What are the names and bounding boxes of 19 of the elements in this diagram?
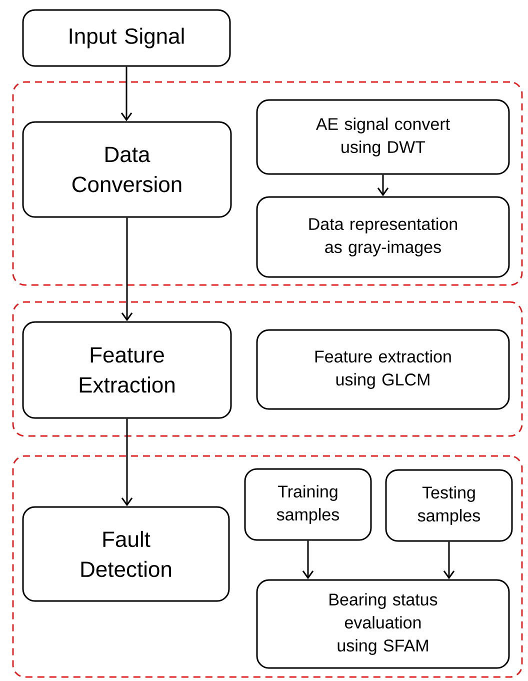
process-box: Data Conversion xyxy=(22,121,232,218)
process-box: Data representation as gray-images xyxy=(256,196,510,278)
process-box: Feature extraction using GLCM xyxy=(256,329,510,410)
process-box: Training samples xyxy=(244,468,372,541)
arrow xyxy=(302,540,314,580)
group-frame xyxy=(12,455,523,678)
arrow xyxy=(120,66,132,122)
process-box: Testing samples xyxy=(385,469,513,542)
process-box: Bearing status evaluation using SFAM xyxy=(256,579,510,669)
arrow xyxy=(121,418,133,506)
group-frame xyxy=(12,301,523,437)
process-box: AE signal convert using DWT xyxy=(256,99,510,175)
arrow xyxy=(377,174,389,196)
group-frame xyxy=(12,81,523,286)
process-box: Fault Detection xyxy=(22,506,230,602)
process-box: Input Signal xyxy=(22,9,231,67)
arrow xyxy=(443,542,455,580)
process-box: Feature Extraction xyxy=(22,321,232,419)
arrow xyxy=(121,218,133,322)
